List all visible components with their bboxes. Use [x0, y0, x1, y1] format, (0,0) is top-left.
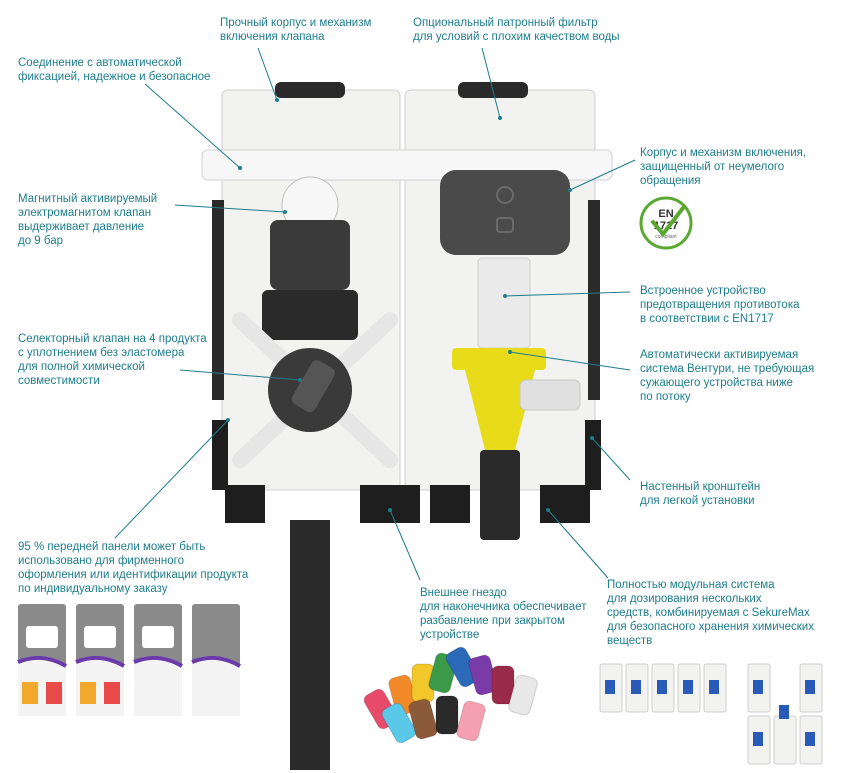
check-icon	[651, 206, 685, 238]
label-line: для наконечника обеспечивает	[420, 601, 587, 613]
label-line: выдерживает давление	[18, 221, 145, 233]
label-line: оформления или идентификации продукта	[18, 569, 249, 581]
label-line: веществ	[607, 635, 653, 647]
label-line: обращения	[640, 175, 701, 187]
label-line: включения клапана	[220, 31, 325, 43]
label-line: электромагнитом клапан	[18, 207, 152, 219]
label-line: для условий с плохим качеством воды	[413, 31, 620, 43]
panel-card	[133, 604, 184, 716]
label-line: Автоматически активируемая	[640, 349, 799, 361]
label-line: для полной химической	[18, 361, 145, 373]
label-cartridge-filter: Опциональный патронный фильтр для услови…	[413, 16, 620, 44]
label-line: Опциональный патронный фильтр	[413, 17, 598, 29]
nozzle	[456, 700, 486, 742]
label-line: Настенный кронштейн	[640, 481, 761, 493]
label-line: предотвращения противотока	[640, 299, 800, 311]
label-tamper-proof: Корпус и механизм включения, защищенный …	[640, 146, 806, 188]
tamper-cover	[440, 170, 570, 255]
label-line: 95 % передней панели может быть	[18, 541, 206, 553]
panel-card	[17, 604, 68, 716]
label-modular: Полностью модульная система для дозирова…	[607, 578, 814, 648]
label-line: разбавление при закрытом	[420, 615, 565, 627]
label-line: система Вентури, не требующая	[640, 363, 815, 375]
label-line: средств, комбинируемая с SekureMax	[607, 607, 810, 619]
label-line: для легкой установки	[640, 495, 755, 507]
label-line: сужающего устройства ниже	[640, 377, 793, 389]
panel-card	[75, 604, 126, 716]
label-venturi: Автоматически активируемая система Венту…	[640, 348, 814, 404]
label-line: для безопасного хранения химических	[607, 621, 814, 633]
label-magnetic-valve: Магнитный активируемый электромагнитом к…	[18, 192, 157, 248]
label-line: Полностью модульная система	[607, 579, 775, 591]
label-line: защищенный от неумелого	[640, 161, 785, 173]
nozzle	[435, 695, 459, 735]
hose	[290, 520, 330, 770]
label-line: по потоку	[640, 391, 691, 403]
label-line: совместимости	[18, 375, 100, 387]
label-line: фиксацией, надежное и безопасное	[18, 71, 211, 83]
label-line: устройстве	[420, 629, 480, 641]
badge-line1: EN	[658, 208, 673, 220]
label-line: Встроенное устройство	[640, 285, 766, 297]
label-line: Внешнее гнездо	[420, 587, 507, 599]
label-line: Магнитный активируемый	[18, 193, 158, 205]
label-line: Прочный корпус и механизм	[220, 17, 372, 29]
nozzle	[408, 698, 438, 740]
label-line: в соответствии с EN1717	[640, 313, 774, 325]
label-durable-body: Прочный корпус и механизм включения клап…	[220, 16, 371, 44]
panel-card	[191, 604, 242, 716]
label-connection: Соединение с автоматической фиксацией, н…	[18, 56, 210, 84]
label-nozzle-socket: Внешнее гнездо для наконечника обеспечив…	[420, 586, 586, 642]
nozzle	[491, 665, 515, 705]
label-line: до 9 бар	[18, 235, 64, 247]
wall-bracket	[225, 485, 265, 523]
label-selector-valve: Селекторный клапан на 4 продукта с уплот…	[18, 332, 207, 388]
label-line: с уплотнением без эластомера	[18, 347, 185, 359]
nozzle	[508, 674, 538, 716]
magnetic-valve	[270, 220, 350, 290]
label-wall-bracket: Настенный кронштейн для легкой установки	[640, 480, 760, 508]
label-line: Соединение с автоматической	[18, 57, 182, 69]
en1717-badge: EN 1717 compliant	[639, 196, 693, 250]
label-backflow: Встроенное устройство предотвращения про…	[640, 284, 800, 326]
label-front-panel: 95 % передней панели может быть использо…	[18, 540, 248, 596]
nozzle	[381, 702, 417, 744]
badge-line3: compliant	[655, 234, 677, 240]
label-line: для дозирования нескольких	[607, 593, 762, 605]
label-line: использовано для фирменного	[18, 555, 184, 567]
label-line: Селекторный клапан на 4 продукта	[18, 333, 207, 345]
label-line: по индивидуальному заказу	[18, 583, 168, 595]
label-line: Корпус и механизм включения,	[640, 147, 807, 159]
